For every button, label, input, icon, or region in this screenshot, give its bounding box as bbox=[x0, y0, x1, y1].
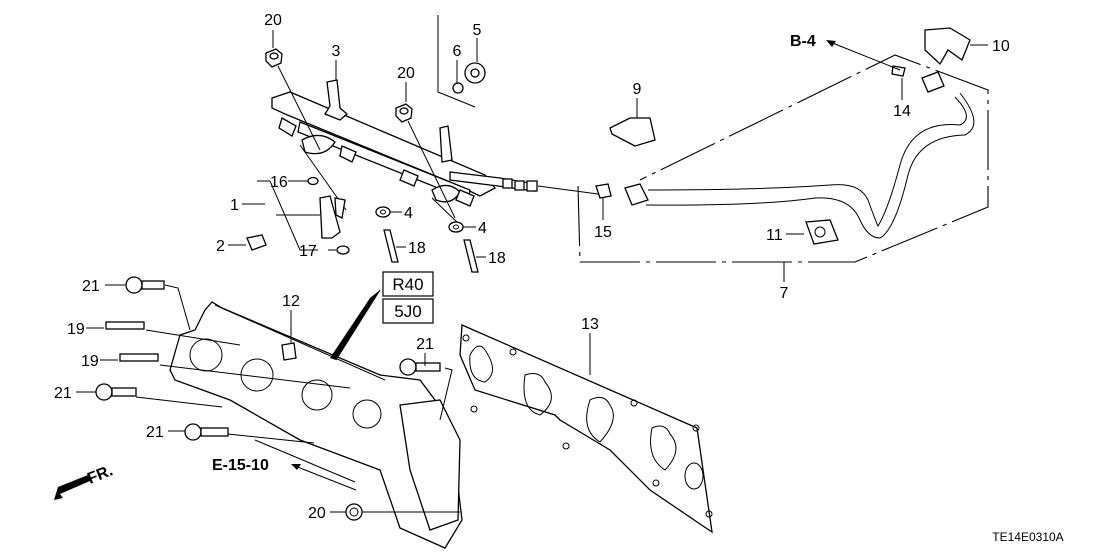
callout-15[interactable]: 15 bbox=[594, 224, 612, 241]
stud-bolt[interactable] bbox=[383, 229, 399, 263]
drawing-code: TE14E0310A bbox=[992, 530, 1063, 544]
callout-4[interactable]: 4 bbox=[478, 220, 487, 237]
callout-19[interactable]: 19 bbox=[67, 321, 85, 338]
bracket[interactable] bbox=[324, 79, 348, 121]
ref-arrow-e1510 bbox=[294, 465, 357, 491]
fuel-rail[interactable] bbox=[271, 91, 599, 207]
callout-12[interactable]: 12 bbox=[282, 293, 300, 310]
leader bbox=[254, 439, 356, 483]
variant-code-label: R40 bbox=[392, 275, 423, 294]
callout-21[interactable]: 21 bbox=[416, 336, 434, 353]
callout-21[interactable]: 21 bbox=[82, 278, 100, 295]
variant-code-r40: R40 bbox=[382, 271, 434, 297]
pulsation-damper[interactable] bbox=[452, 62, 486, 94]
stud-bolt[interactable] bbox=[463, 239, 479, 273]
ref-arrowhead bbox=[291, 464, 301, 470]
callout-16[interactable]: 16 bbox=[270, 174, 288, 191]
flange-bolt[interactable] bbox=[399, 358, 441, 376]
callout-2[interactable]: 2 bbox=[216, 238, 225, 255]
fuel-injector[interactable] bbox=[307, 176, 350, 255]
callout-17[interactable]: 17 bbox=[299, 243, 317, 260]
clip-15[interactable] bbox=[595, 183, 612, 199]
variant-code-label: 5J0 bbox=[394, 302, 421, 321]
callout-7[interactable]: 7 bbox=[780, 285, 789, 302]
damper-bracket-line bbox=[437, 15, 476, 108]
nut-20-bottom[interactable] bbox=[345, 503, 363, 521]
callout-6[interactable]: 6 bbox=[453, 43, 462, 60]
front-arrow-icon bbox=[54, 475, 90, 500]
leader bbox=[407, 120, 456, 219]
callout-3[interactable]: 3 bbox=[332, 43, 341, 60]
leader bbox=[135, 396, 223, 408]
nut-20-top-mid[interactable] bbox=[395, 103, 413, 123]
callout-5[interactable]: 5 bbox=[473, 22, 482, 39]
manifold-gasket[interactable] bbox=[459, 324, 713, 534]
callout-20[interactable]: 20 bbox=[308, 505, 326, 522]
callout-20[interactable]: 20 bbox=[397, 65, 415, 82]
variant-code-5j0: 5J0 bbox=[382, 298, 434, 324]
leader bbox=[227, 433, 315, 444]
stud-bolt[interactable] bbox=[105, 321, 145, 330]
connector-clip[interactable] bbox=[609, 117, 656, 147]
callout-18[interactable]: 18 bbox=[408, 240, 426, 257]
leader bbox=[145, 329, 241, 346]
hose-clamp[interactable] bbox=[805, 219, 839, 245]
leader bbox=[431, 197, 461, 226]
ref-arrow-b4 bbox=[829, 41, 901, 71]
washer[interactable] bbox=[375, 206, 391, 218]
intake-manifold[interactable] bbox=[169, 301, 463, 549]
stud-bolt[interactable] bbox=[119, 353, 159, 362]
leader bbox=[277, 65, 321, 151]
callout-21[interactable]: 21 bbox=[54, 385, 72, 402]
rail-bracket bbox=[439, 125, 453, 163]
callout-9[interactable]: 9 bbox=[633, 81, 642, 98]
reference-b4[interactable]: B-4 bbox=[790, 33, 816, 50]
cover[interactable] bbox=[924, 27, 971, 66]
callout-19[interactable]: 19 bbox=[81, 353, 99, 370]
leader bbox=[439, 367, 453, 421]
callout-1[interactable]: 1 bbox=[230, 197, 239, 214]
callout-10[interactable]: 10 bbox=[992, 38, 1010, 55]
ref-arrowhead bbox=[826, 40, 836, 47]
variant-arrow bbox=[330, 290, 380, 360]
callout-18[interactable]: 18 bbox=[488, 250, 506, 267]
callout-21[interactable]: 21 bbox=[146, 424, 164, 441]
callout-13[interactable]: 13 bbox=[581, 316, 599, 333]
leader bbox=[164, 284, 191, 331]
callout-11[interactable]: 11 bbox=[766, 227, 783, 244]
hose-assembly-outline bbox=[577, 54, 989, 263]
fuel-feed-hose[interactable] bbox=[624, 71, 975, 239]
front-label: FR. bbox=[85, 462, 115, 487]
flange-bolt[interactable] bbox=[184, 423, 229, 441]
leader bbox=[159, 364, 351, 389]
callout-4[interactable]: 4 bbox=[404, 205, 413, 222]
nut-20-top-left[interactable] bbox=[265, 48, 283, 68]
reference-e-15-10[interactable]: E-15-10 bbox=[212, 457, 269, 474]
injector-clip[interactable] bbox=[246, 234, 267, 251]
flange-bolt[interactable] bbox=[125, 276, 165, 294]
callout-14[interactable]: 14 bbox=[893, 103, 911, 120]
flange-bolt[interactable] bbox=[95, 383, 137, 401]
washer[interactable] bbox=[448, 221, 464, 233]
callout-20[interactable]: 20 bbox=[264, 12, 282, 29]
